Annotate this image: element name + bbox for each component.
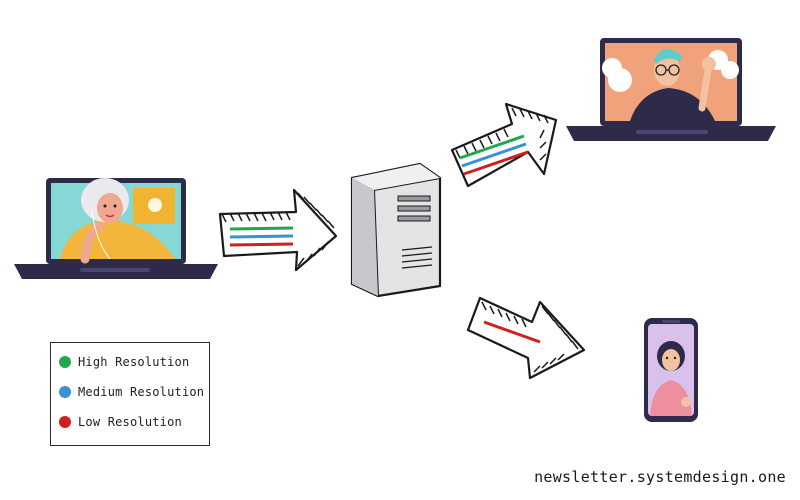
stream-high-line bbox=[459, 134, 525, 160]
stream-medium-line bbox=[229, 234, 294, 239]
receiver-phone-icon bbox=[644, 318, 698, 422]
legend-label-low: Low Resolution bbox=[78, 415, 182, 429]
legend: High Resolution Medium Resolution Low Re… bbox=[50, 342, 210, 446]
sender-laptop-icon bbox=[14, 178, 218, 279]
arrow-server-to-laptop bbox=[450, 102, 558, 188]
legend-item-low: Low Resolution bbox=[59, 415, 182, 429]
legend-item-high: High Resolution bbox=[59, 355, 189, 369]
arrow-sender-to-server bbox=[218, 188, 338, 272]
stream-medium-line bbox=[461, 142, 527, 168]
server-icon bbox=[350, 162, 442, 298]
receiver-laptop-icon bbox=[566, 38, 776, 141]
legend-dot-medium bbox=[59, 386, 71, 398]
legend-dot-high bbox=[59, 356, 71, 368]
legend-label-medium: Medium Resolution bbox=[78, 385, 205, 399]
stream-high-line bbox=[229, 226, 294, 231]
legend-item-medium: Medium Resolution bbox=[59, 385, 204, 399]
legend-label-high: High Resolution bbox=[78, 355, 190, 369]
stream-low-line bbox=[229, 242, 294, 247]
stream-low-line bbox=[463, 150, 529, 176]
footer-site-url: newsletter.systemdesign.one bbox=[534, 468, 786, 486]
stream-low-line bbox=[483, 320, 541, 344]
arrow-server-to-phone bbox=[466, 296, 586, 380]
legend-dot-low bbox=[59, 416, 71, 428]
